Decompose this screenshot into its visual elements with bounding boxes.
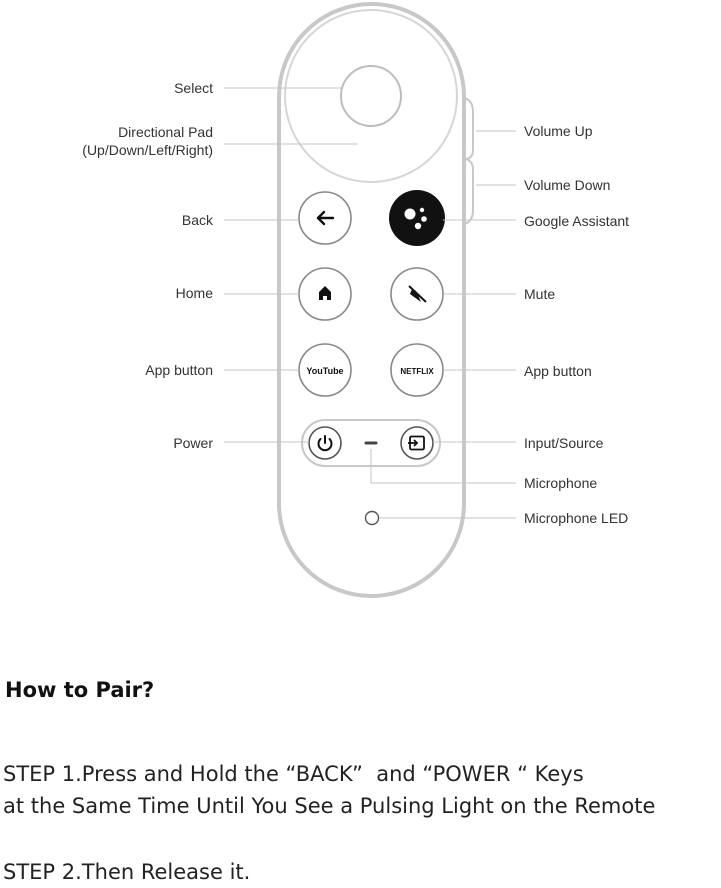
google-assistant-button[interactable] [389,190,445,246]
label-home: Home [176,285,214,301]
youtube-button[interactable]: YouTube [298,343,352,397]
label-power: Power [173,435,213,451]
label-back: Back [182,212,214,228]
label-app-right: App button [524,363,592,379]
label-app-left: App button [145,362,213,378]
label-mute: Mute [524,286,555,302]
label-dpad-line2: (Up/Down/Left/Right) [82,142,213,158]
step1-line2: at the Same Time Until You See a Pulsing… [3,794,656,818]
label-microphone: Microphone [524,475,597,491]
home-icon [319,286,331,300]
back-button[interactable] [298,191,352,245]
label-mic-led: Microphone LED [524,510,628,526]
power-button[interactable] [308,426,342,460]
mute-icon [408,285,427,303]
volume-rocker [463,97,474,225]
step1-line1: STEP 1.Press and Hold the “BACK” and “PO… [3,762,584,786]
select-button[interactable] [340,65,402,127]
label-select: Select [174,80,213,96]
label-input: Input/Source [524,435,604,451]
netflix-button[interactable]: NETFLIX [390,343,444,397]
mute-button[interactable] [390,267,444,321]
home-button[interactable] [298,267,352,321]
input-source-icon [408,435,425,451]
step2: STEP 2.Then Release it. [3,860,251,884]
youtube-label: YouTube [306,366,343,376]
power-icon [317,435,333,452]
label-volume-down: Volume Down [524,177,610,193]
arrow-left-icon [316,210,335,226]
google-assistant-icon [404,207,427,230]
netflix-label: NETFLIX [400,367,434,376]
input-source-button[interactable] [400,426,434,460]
label-volume-up: Volume Up [524,123,593,139]
pairing-heading: How to Pair? [5,678,155,702]
remote-diagram: YouTube NETFLIX [82,2,629,598]
label-dpad-line1: Directional Pad [118,124,213,140]
microphone-led [364,510,380,526]
callout-lines [224,87,516,519]
label-assistant: Google Assistant [524,213,629,229]
